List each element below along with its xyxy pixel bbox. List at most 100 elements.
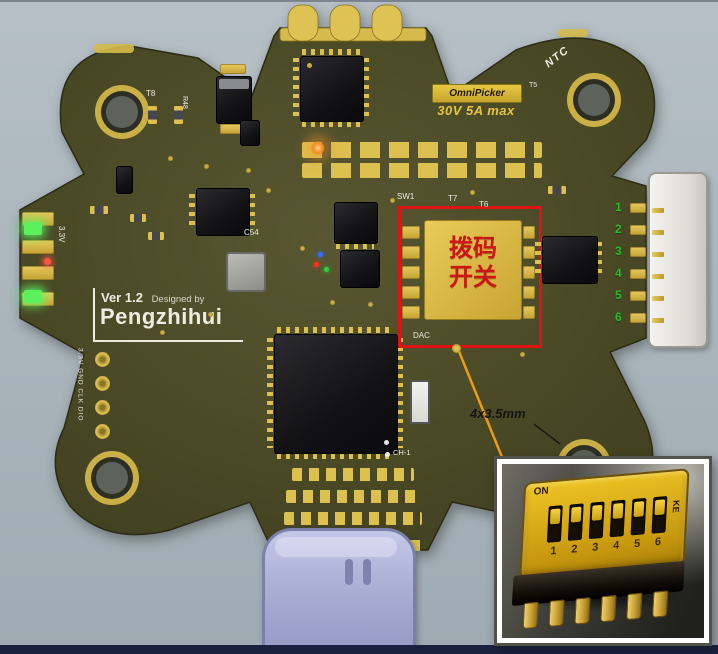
mcu-pins <box>267 338 273 448</box>
inset-leader-line <box>456 348 506 463</box>
via <box>160 330 165 335</box>
t8-label: T8 <box>146 89 156 98</box>
solder-pad <box>523 286 535 299</box>
dip-label-line1: 拨码 <box>449 235 497 262</box>
blue-led <box>318 252 323 257</box>
connector-pin <box>652 318 664 323</box>
solder-pad <box>220 64 246 74</box>
via <box>520 352 525 357</box>
switch-number: 2 <box>570 543 578 556</box>
mcu-pins <box>397 338 403 448</box>
version-label: Ver 1.2 Designed by <box>101 291 204 305</box>
small-ic <box>340 250 380 288</box>
gold-finger <box>287 4 319 42</box>
ch1-marker-dot <box>385 452 390 457</box>
ic-pins <box>363 58 369 118</box>
capacitor-band <box>219 79 249 89</box>
mcu-pins <box>277 453 393 459</box>
via <box>168 156 173 161</box>
pad-row <box>292 468 414 481</box>
solder-pad <box>402 246 420 259</box>
regulator-ic <box>196 188 250 236</box>
gold-finger <box>329 4 361 42</box>
green-status-led <box>24 290 42 303</box>
usb-highlight <box>275 537 397 557</box>
via <box>300 246 305 251</box>
mcu-chip <box>274 334 398 454</box>
bottom-taskbar-strip <box>0 645 718 654</box>
mcu-pins <box>277 327 393 333</box>
connector-pin <box>652 208 664 213</box>
solder-pad <box>630 247 646 257</box>
ch1-label: CH-1 <box>393 448 411 457</box>
ic-pins <box>596 242 602 276</box>
orange-led-glow <box>310 140 326 156</box>
solder-pad <box>402 306 420 319</box>
resistor <box>548 186 566 194</box>
capacitor-row <box>302 163 542 178</box>
solder-pad <box>402 286 420 299</box>
mounting-hole-top-right <box>567 73 621 127</box>
mounting-hole-bottom-left <box>85 451 139 505</box>
ic-pins <box>293 58 299 118</box>
driver-ic <box>542 236 598 284</box>
pin1-marker <box>307 63 312 68</box>
switch-pin <box>626 592 643 621</box>
solder-pad <box>630 225 646 235</box>
version-text: Ver 1.2 <box>101 290 143 305</box>
solder-pad <box>630 203 646 213</box>
connector-pin <box>652 252 664 257</box>
gold-accent <box>94 44 134 53</box>
via <box>470 190 475 195</box>
resistor <box>130 214 146 222</box>
solder-pad <box>630 291 646 301</box>
via <box>266 188 271 193</box>
pin-number: 1 <box>615 200 622 214</box>
switch-pin <box>548 599 565 627</box>
resistor <box>90 206 108 214</box>
dip-annotation-box <box>398 206 542 348</box>
t5-label: T5 <box>529 82 538 89</box>
green-led <box>324 267 329 272</box>
on-label: ON <box>533 485 549 498</box>
switch-slots <box>526 470 687 543</box>
solder-pad <box>22 266 54 280</box>
red-led <box>314 262 319 267</box>
switch-slot <box>567 503 584 541</box>
swd-pad <box>95 424 110 439</box>
pin-number: 4 <box>615 266 622 280</box>
dip-label-line2: 开关 <box>449 263 497 291</box>
switch-slot <box>630 497 647 536</box>
usb-c-connector <box>262 528 416 654</box>
connector-pin <box>652 296 664 301</box>
dac-label: DAC <box>413 331 430 340</box>
switch-slot <box>609 499 626 538</box>
crystal-oscillator <box>226 252 266 292</box>
usb-slot <box>363 559 371 585</box>
via <box>390 198 395 203</box>
swd-pad <box>95 376 110 391</box>
switch-slot <box>588 501 605 540</box>
solder-pad <box>630 269 646 279</box>
switch-knob <box>591 504 603 521</box>
ic-pins <box>189 194 195 228</box>
via <box>204 164 209 169</box>
power-ic <box>300 56 364 122</box>
mcu-corner-marker <box>384 440 389 445</box>
usb-slot <box>345 559 353 585</box>
capacitor-row <box>302 142 542 158</box>
solder-pad <box>523 226 535 239</box>
pin-number: 2 <box>615 222 622 236</box>
pad-row <box>284 512 422 525</box>
white-component <box>410 380 430 424</box>
switch-pin <box>522 601 539 630</box>
dip-switch: ON KE 1 2 3 4 5 <box>506 467 697 634</box>
swd-header-labels: 3.3V GND CLK DIO <box>76 348 84 422</box>
designed-by-text: Designed by <box>151 294 205 305</box>
tantalum-capacitor <box>216 76 252 124</box>
solder-pad <box>523 246 535 259</box>
designer-name: Pengzhihui <box>100 304 223 329</box>
solder-pad <box>220 124 246 134</box>
pad-row <box>286 490 420 503</box>
ic-pins <box>535 242 541 276</box>
